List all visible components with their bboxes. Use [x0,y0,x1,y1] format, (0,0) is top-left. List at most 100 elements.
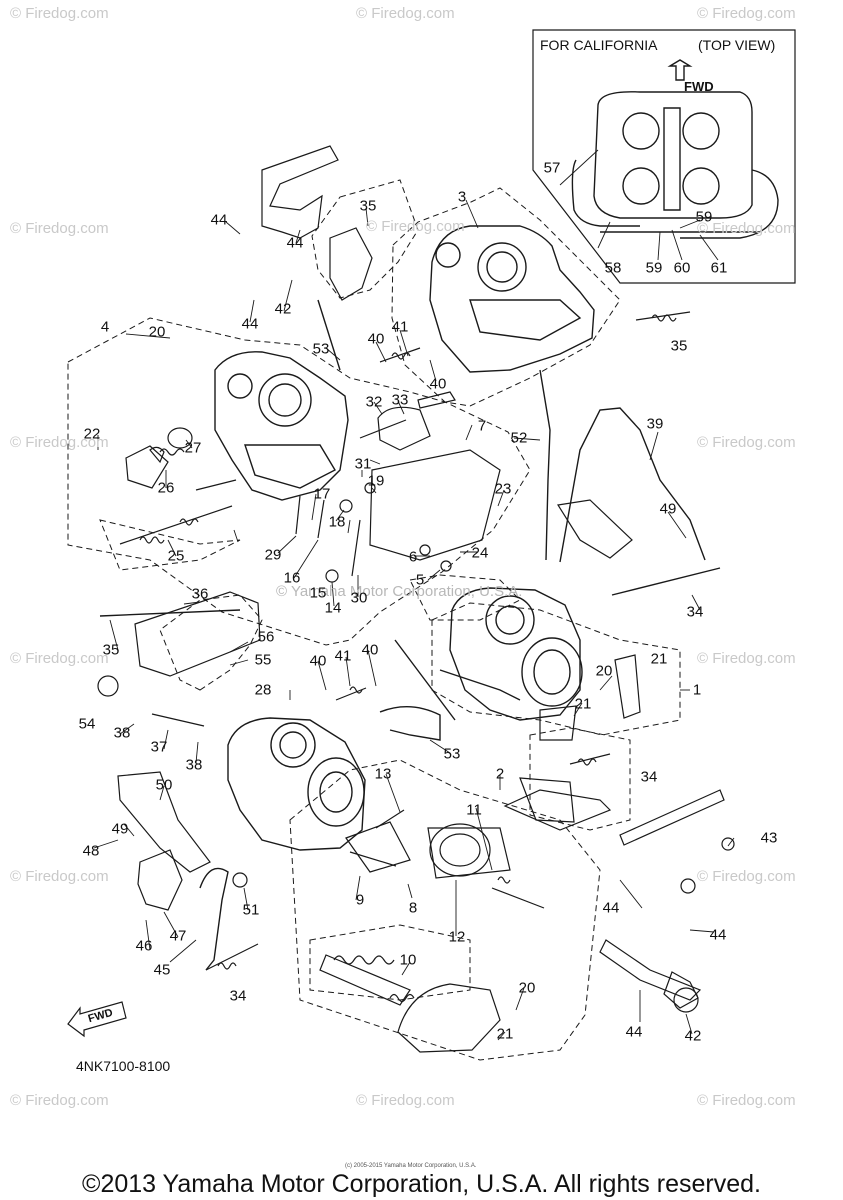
callout-8: 8 [408,899,418,917]
callout-45: 45 [153,961,171,979]
callout-3: 3 [457,188,467,206]
callout-38: 38 [185,756,203,774]
callout-27: 27 [184,439,202,457]
callout-6: 6 [408,548,418,566]
plates-brackets [117,145,725,1009]
diagram-code: 4NK7100-8100 [76,1058,171,1074]
callout-21: 21 [574,695,592,713]
callout-48: 48 [82,842,100,860]
callout-35: 35 [670,337,688,355]
callout-56: 56 [257,628,275,646]
callout-5: 5 [415,571,425,589]
callout-7: 7 [477,417,487,435]
inset-title-top-view: (TOP VIEW) [698,37,776,53]
carburetor-exploded-diagram [67,29,796,1061]
small-parts [97,391,735,1013]
callout-42: 42 [684,1027,702,1045]
callout-47: 47 [169,927,187,945]
watermark: © Firedog.com [10,434,109,451]
callout-22: 22 [83,425,101,443]
callout-10: 10 [399,951,417,969]
callout-53: 53 [312,340,330,358]
callout-21: 21 [650,650,668,668]
callout-54: 54 [78,715,96,733]
carburetor-body-3 [429,225,595,373]
callout-49: 49 [111,820,129,838]
callout-44: 44 [210,211,228,229]
watermark: © Firedog.com [697,5,796,22]
assembly-boundaries [67,179,681,1061]
callout-40: 40 [367,330,385,348]
inset-fwd-label: FWD [684,79,714,94]
watermark: © Firedog.com [697,650,796,667]
callout-46: 46 [135,937,153,955]
callout-26: 26 [157,479,175,497]
callout-57: 57 [543,159,561,177]
diaphragm-covers [125,406,612,1053]
callout-34: 34 [229,987,247,1005]
callout-2: 2 [495,765,505,783]
callout-1: 1 [692,681,702,699]
callout-60: 60 [673,259,691,277]
callout-52: 52 [510,429,528,447]
watermark: © Firedog.com [10,1092,109,1109]
callout-50: 50 [155,776,173,794]
callout-29: 29 [264,546,282,564]
callout-19: 19 [367,472,385,490]
callout-20: 20 [595,662,613,680]
callout-35: 35 [359,197,377,215]
callout-20: 20 [518,979,536,997]
callout-23: 23 [494,480,512,498]
watermark: © Firedog.com [366,218,465,235]
fwd-arrow-badge [67,1001,127,1038]
callout-43: 43 [760,829,778,847]
pipes-hoses [99,299,721,971]
callout-35: 35 [102,641,120,659]
callout-34: 34 [686,603,704,621]
callout-28: 28 [254,681,272,699]
carburetor-body-2 [227,717,366,851]
callout-51: 51 [242,901,260,919]
leader-lines [93,149,735,1041]
watermark: © Firedog.com [697,868,796,885]
watermark: © Firedog.com [10,220,109,237]
callout-15: 15 [309,584,327,602]
callout-55: 55 [254,651,272,669]
mid-watermark: © Yamaha Motor Corporation, U.S.A. [276,583,523,600]
callout-16: 16 [283,569,301,587]
callout-41: 41 [334,647,352,665]
callout-39: 39 [646,415,664,433]
watermark: © Firedog.com [356,1092,455,1109]
callout-25: 25 [167,547,185,565]
callout-59: 59 [645,259,663,277]
carburetor-body-1 [449,587,583,721]
callout-59: 59 [695,208,713,226]
inset-title-california: FOR CALIFORNIA [540,37,658,53]
callout-40: 40 [361,641,379,659]
watermark: © Firedog.com [697,220,796,237]
callout-40: 40 [429,375,447,393]
callout-53: 53 [443,745,461,763]
callout-12: 12 [448,928,466,946]
callout-24: 24 [471,544,489,562]
callout-61: 61 [710,259,728,277]
callout-17: 17 [313,485,331,503]
callout-38: 38 [113,724,131,742]
callout-4: 4 [100,318,110,336]
callout-34: 34 [640,768,658,786]
tiny-copyright: (c) 2005-2015 Yamaha Motor Corporation, … [345,1163,477,1169]
callout-44: 44 [709,926,727,944]
callout-36: 36 [191,585,209,603]
watermark: © Firedog.com [10,868,109,885]
callout-44: 44 [286,234,304,252]
callout-30: 30 [350,589,368,607]
callout-41: 41 [391,318,409,336]
callout-44: 44 [625,1023,643,1041]
callout-44: 44 [241,315,259,333]
watermark: © Firedog.com [10,5,109,22]
callout-14: 14 [324,599,342,617]
callout-42: 42 [274,300,292,318]
callout-31: 31 [354,455,372,473]
inset-carburetor-top-view [571,59,779,239]
footer-copyright: ©2013 Yamaha Motor Corporation, U.S.A. A… [82,1170,761,1198]
